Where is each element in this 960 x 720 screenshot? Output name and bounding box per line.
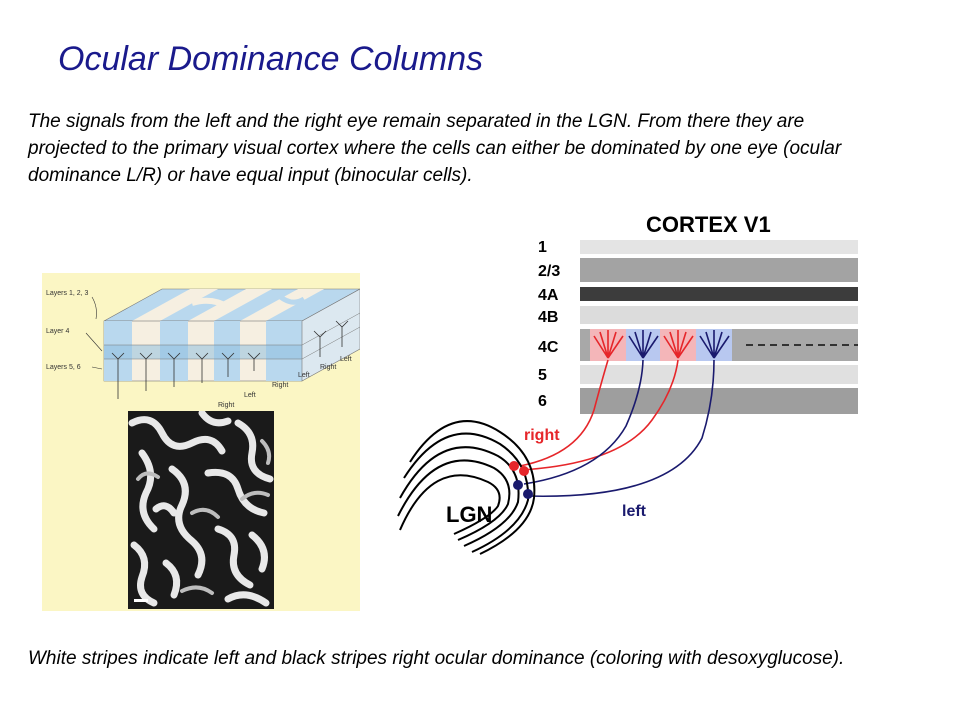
block-and-autoradiograph: Layers 1, 2, 3 Layer 4 Layers 5, 6 Right… (46, 288, 360, 609)
eye-label-left-3: Left (340, 356, 352, 363)
scale-bar (134, 599, 148, 602)
figure-caption: White stripes indicate left and black st… (28, 648, 845, 669)
eye-label-right-1: Right (218, 402, 234, 409)
slide-title: Ocular Dominance Columns (58, 40, 484, 78)
cortex-title: CORTEX V1 (646, 212, 771, 237)
intro-paragraph: The signals from the left and the right … (28, 111, 842, 186)
label-layers-56: Layers 5, 6 (46, 364, 81, 371)
layer-1-label: 1 (538, 239, 547, 256)
lgn-cells (509, 461, 533, 499)
cortex-block (103, 288, 360, 399)
projection-fibers (519, 359, 715, 498)
left-eye-label: left (622, 503, 647, 520)
ocular-dominance-figure: Layers 1, 2, 3 Layer 4 Layers 5, 6 Right… (42, 273, 360, 611)
layer-6-label: 6 (538, 393, 547, 410)
layer-2-3-label: 2/3 (538, 263, 560, 280)
desoxyglucose-autoradiograph (128, 411, 274, 609)
eye-label-right-2: Right (272, 382, 288, 389)
label-layers-123: Layers 1, 2, 3 (46, 290, 89, 297)
afferent-arbors (593, 330, 730, 359)
lgn-label: LGN (446, 502, 492, 527)
eye-label-left-1: Left (244, 392, 256, 399)
layer-4c-label: 4C (538, 339, 559, 356)
label-layer-4: Layer 4 (46, 328, 69, 335)
cortex-layers (580, 240, 858, 414)
layer-4a-label: 4A (538, 287, 559, 304)
cortex-v1-schematic: CORTEX V1 1 2/3 4A 4B 4C 5 6 (397, 212, 858, 555)
eye-label-left-2: Left (298, 372, 310, 379)
right-eye-label: right (524, 427, 560, 444)
lgn-nucleus (397, 420, 536, 555)
layer-5-label: 5 (538, 367, 547, 384)
layer-4b-label: 4B (538, 309, 558, 326)
cortex-lgn-diagram: CORTEX V1 1 2/3 4A 4B 4C 5 6 (390, 200, 870, 585)
eye-label-right-3: Right (320, 364, 336, 371)
